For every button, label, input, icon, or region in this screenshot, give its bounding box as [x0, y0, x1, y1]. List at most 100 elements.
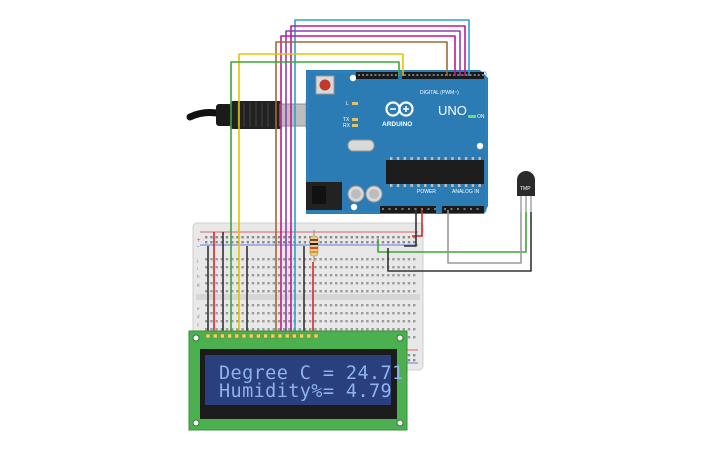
breadboard-hole[interactable]: [262, 236, 265, 239]
breadboard-hole[interactable]: [298, 266, 301, 269]
breadboard-hole[interactable]: [288, 304, 291, 307]
breadboard-hole[interactable]: [298, 328, 301, 331]
breadboard-hole[interactable]: [413, 304, 416, 307]
breadboard-hole[interactable]: [267, 236, 270, 239]
breadboard-hole[interactable]: [272, 274, 275, 277]
breadboard-hole[interactable]: [210, 312, 213, 315]
breadboard-hole[interactable]: [324, 290, 327, 293]
breadboard-hole[interactable]: [257, 282, 260, 285]
breadboard-hole[interactable]: [283, 258, 286, 261]
breadboard-hole[interactable]: [303, 282, 307, 285]
breadboard-hole[interactable]: [387, 328, 390, 331]
breadboard-hole[interactable]: [272, 236, 275, 239]
breadboard-hole[interactable]: [303, 304, 307, 307]
breadboard-hole[interactable]: [319, 241, 322, 244]
breadboard-hole[interactable]: [303, 241, 307, 244]
breadboard-hole[interactable]: [283, 282, 286, 285]
breadboard-hole[interactable]: [225, 290, 229, 293]
header-pin[interactable]: [444, 208, 446, 210]
breadboard-hole[interactable]: [397, 282, 400, 285]
breadboard-hole[interactable]: [329, 258, 333, 261]
lcd-pin[interactable]: [292, 333, 297, 339]
breadboard-hole[interactable]: [324, 328, 327, 331]
breadboard-hole[interactable]: [381, 274, 385, 277]
breadboard-hole[interactable]: [283, 328, 286, 331]
breadboard-hole[interactable]: [407, 312, 411, 315]
breadboard-hole[interactable]: [314, 290, 317, 293]
breadboard-hole[interactable]: [361, 266, 364, 269]
breadboard-hole[interactable]: [236, 282, 239, 285]
breadboard-hole[interactable]: [392, 304, 395, 307]
breadboard-hole[interactable]: [402, 328, 405, 331]
breadboard-hole[interactable]: [220, 320, 223, 323]
header-pin[interactable]: [427, 208, 430, 210]
breadboard-hole[interactable]: [407, 266, 411, 269]
breadboard-hole[interactable]: [392, 266, 395, 269]
breadboard-hole[interactable]: [251, 258, 255, 261]
breadboard-hole[interactable]: [231, 328, 234, 331]
breadboard-hole[interactable]: [257, 241, 260, 244]
breadboard-hole[interactable]: [298, 274, 301, 277]
breadboard-hole[interactable]: [329, 328, 333, 331]
header-pin[interactable]: [390, 74, 393, 76]
digital-header[interactable]: [356, 72, 484, 79]
breadboard-hole[interactable]: [350, 282, 353, 285]
breadboard-hole[interactable]: [277, 258, 281, 261]
analog-header[interactable]: [442, 206, 484, 213]
breadboard-hole[interactable]: [376, 274, 379, 277]
breadboard-hole[interactable]: [324, 266, 327, 269]
breadboard-hole[interactable]: [413, 258, 416, 261]
lcd-pin[interactable]: [234, 333, 240, 339]
breadboard-hole[interactable]: [413, 328, 416, 331]
breadboard-hole[interactable]: [314, 258, 317, 261]
breadboard-hole[interactable]: [277, 282, 281, 285]
breadboard-hole[interactable]: [267, 258, 270, 261]
header-pin[interactable]: [434, 208, 436, 210]
breadboard-hole[interactable]: [397, 236, 400, 239]
breadboard-hole[interactable]: [335, 328, 338, 331]
breadboard-hole[interactable]: [251, 312, 255, 315]
breadboard-hole[interactable]: [220, 274, 223, 277]
breadboard-hole[interactable]: [324, 320, 327, 323]
breadboard-hole[interactable]: [329, 312, 333, 315]
breadboard-hole[interactable]: [267, 241, 270, 244]
breadboard-hole[interactable]: [220, 236, 223, 239]
breadboard-hole[interactable]: [225, 236, 229, 239]
breadboard-hole[interactable]: [257, 290, 260, 293]
breadboard-hole[interactable]: [205, 304, 208, 307]
lcd-pin[interactable]: [277, 333, 283, 339]
breadboard-hole[interactable]: [241, 320, 244, 323]
lcd-pin[interactable]: [256, 333, 261, 339]
breadboard-hole[interactable]: [413, 282, 416, 285]
breadboard-hole[interactable]: [413, 290, 416, 293]
breadboard-hole[interactable]: [319, 266, 322, 269]
header-pin[interactable]: [473, 74, 476, 76]
header-pin[interactable]: [450, 208, 453, 210]
header-pin[interactable]: [358, 74, 360, 76]
breadboard-hole[interactable]: [392, 290, 395, 293]
breadboard-hole[interactable]: [309, 320, 312, 323]
breadboard-hole[interactable]: [366, 320, 369, 323]
breadboard-hole[interactable]: [335, 258, 338, 261]
breadboard-hole[interactable]: [210, 290, 213, 293]
breadboard-hole[interactable]: [407, 241, 411, 244]
breadboard-hole[interactable]: [303, 328, 307, 331]
breadboard-hole[interactable]: [251, 304, 255, 307]
breadboard-hole[interactable]: [407, 359, 411, 362]
breadboard-hole[interactable]: [371, 266, 374, 269]
breadboard-hole[interactable]: [371, 241, 374, 244]
breadboard-hole[interactable]: [283, 320, 286, 323]
header-pin[interactable]: [388, 208, 391, 210]
breadboard-hole[interactable]: [220, 328, 223, 331]
breadboard-hole[interactable]: [236, 236, 239, 239]
breadboard-hole[interactable]: [366, 266, 369, 269]
breadboard-hole[interactable]: [387, 282, 390, 285]
breadboard-hole[interactable]: [241, 282, 244, 285]
lcd-pin[interactable]: [248, 333, 254, 339]
breadboard-hole[interactable]: [324, 282, 327, 285]
breadboard-hole[interactable]: [205, 320, 208, 323]
breadboard-hole[interactable]: [392, 274, 395, 277]
breadboard-hole[interactable]: [241, 241, 244, 244]
breadboard-hole[interactable]: [262, 290, 265, 293]
breadboard-hole[interactable]: [205, 236, 208, 239]
